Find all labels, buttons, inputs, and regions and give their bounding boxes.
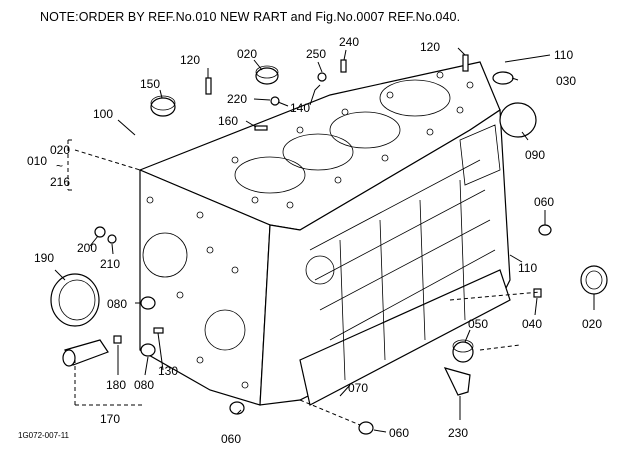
part-190-seal: [50, 273, 100, 327]
ref-060-right: 060: [534, 195, 554, 209]
part-090-plug: [499, 102, 537, 138]
ref-080-upper: 080: [107, 297, 127, 311]
ref-170: 170: [100, 412, 120, 426]
ref-120-right: 120: [420, 40, 440, 54]
ref-160: 160: [218, 114, 238, 128]
ref-080-lower: 080: [134, 378, 154, 392]
part-020-plug-top: [255, 65, 279, 85]
ref-130: 130: [158, 364, 178, 378]
part-020-seal-right: [580, 265, 608, 295]
ref-010: 010: [27, 154, 47, 168]
part-180-fitting: [62, 339, 109, 367]
ref-120-left: 120: [180, 53, 200, 67]
ref-050: 050: [468, 317, 488, 331]
ref-210: 210: [100, 257, 120, 271]
ref-220: 220: [227, 92, 247, 106]
ref-020-top: 020: [237, 47, 257, 61]
ref-110-side: 110: [518, 261, 537, 275]
small-bolts: [94, 54, 542, 344]
ref-140: 140: [290, 101, 310, 115]
part-150-plug: [150, 95, 176, 117]
part-060-plugs: [229, 224, 552, 435]
reference-labels: 120 020 250 240 120 110 030 150 220 140 …: [27, 35, 602, 446]
part-050-sleeve: [452, 339, 474, 363]
ref-230: 230: [448, 426, 468, 440]
range-tilde: ~: [56, 159, 63, 173]
ref-060-bottom-right: 060: [389, 426, 409, 440]
ref-150: 150: [140, 77, 160, 91]
part-030-plug: [492, 71, 514, 85]
ref-040: 040: [522, 317, 542, 331]
ref-190: 190: [34, 251, 54, 265]
ref-216: 216: [50, 175, 70, 189]
part-230-nozzle: [443, 367, 471, 396]
order-note: NOTE:ORDER BY REF.No.010 NEW RART and Fi…: [40, 10, 461, 24]
ref-030: 030: [556, 74, 576, 88]
ref-020-range-start: 020: [50, 143, 70, 157]
ref-200: 200: [77, 241, 97, 255]
leader-lines: [54, 47, 595, 433]
ref-090: 090: [525, 148, 545, 162]
ref-110-top: 110: [554, 48, 573, 62]
cylinder-block: [138, 61, 511, 406]
ref-100: 100: [93, 107, 113, 121]
figure-code: 1G072-007-11: [18, 431, 69, 440]
ref-020-right: 020: [582, 317, 602, 331]
ref-070: 070: [348, 381, 368, 395]
ref-240: 240: [339, 35, 359, 49]
ref-250: 250: [306, 47, 326, 61]
ref-060-bottom-left: 060: [221, 432, 241, 446]
ref-180: 180: [106, 378, 126, 392]
